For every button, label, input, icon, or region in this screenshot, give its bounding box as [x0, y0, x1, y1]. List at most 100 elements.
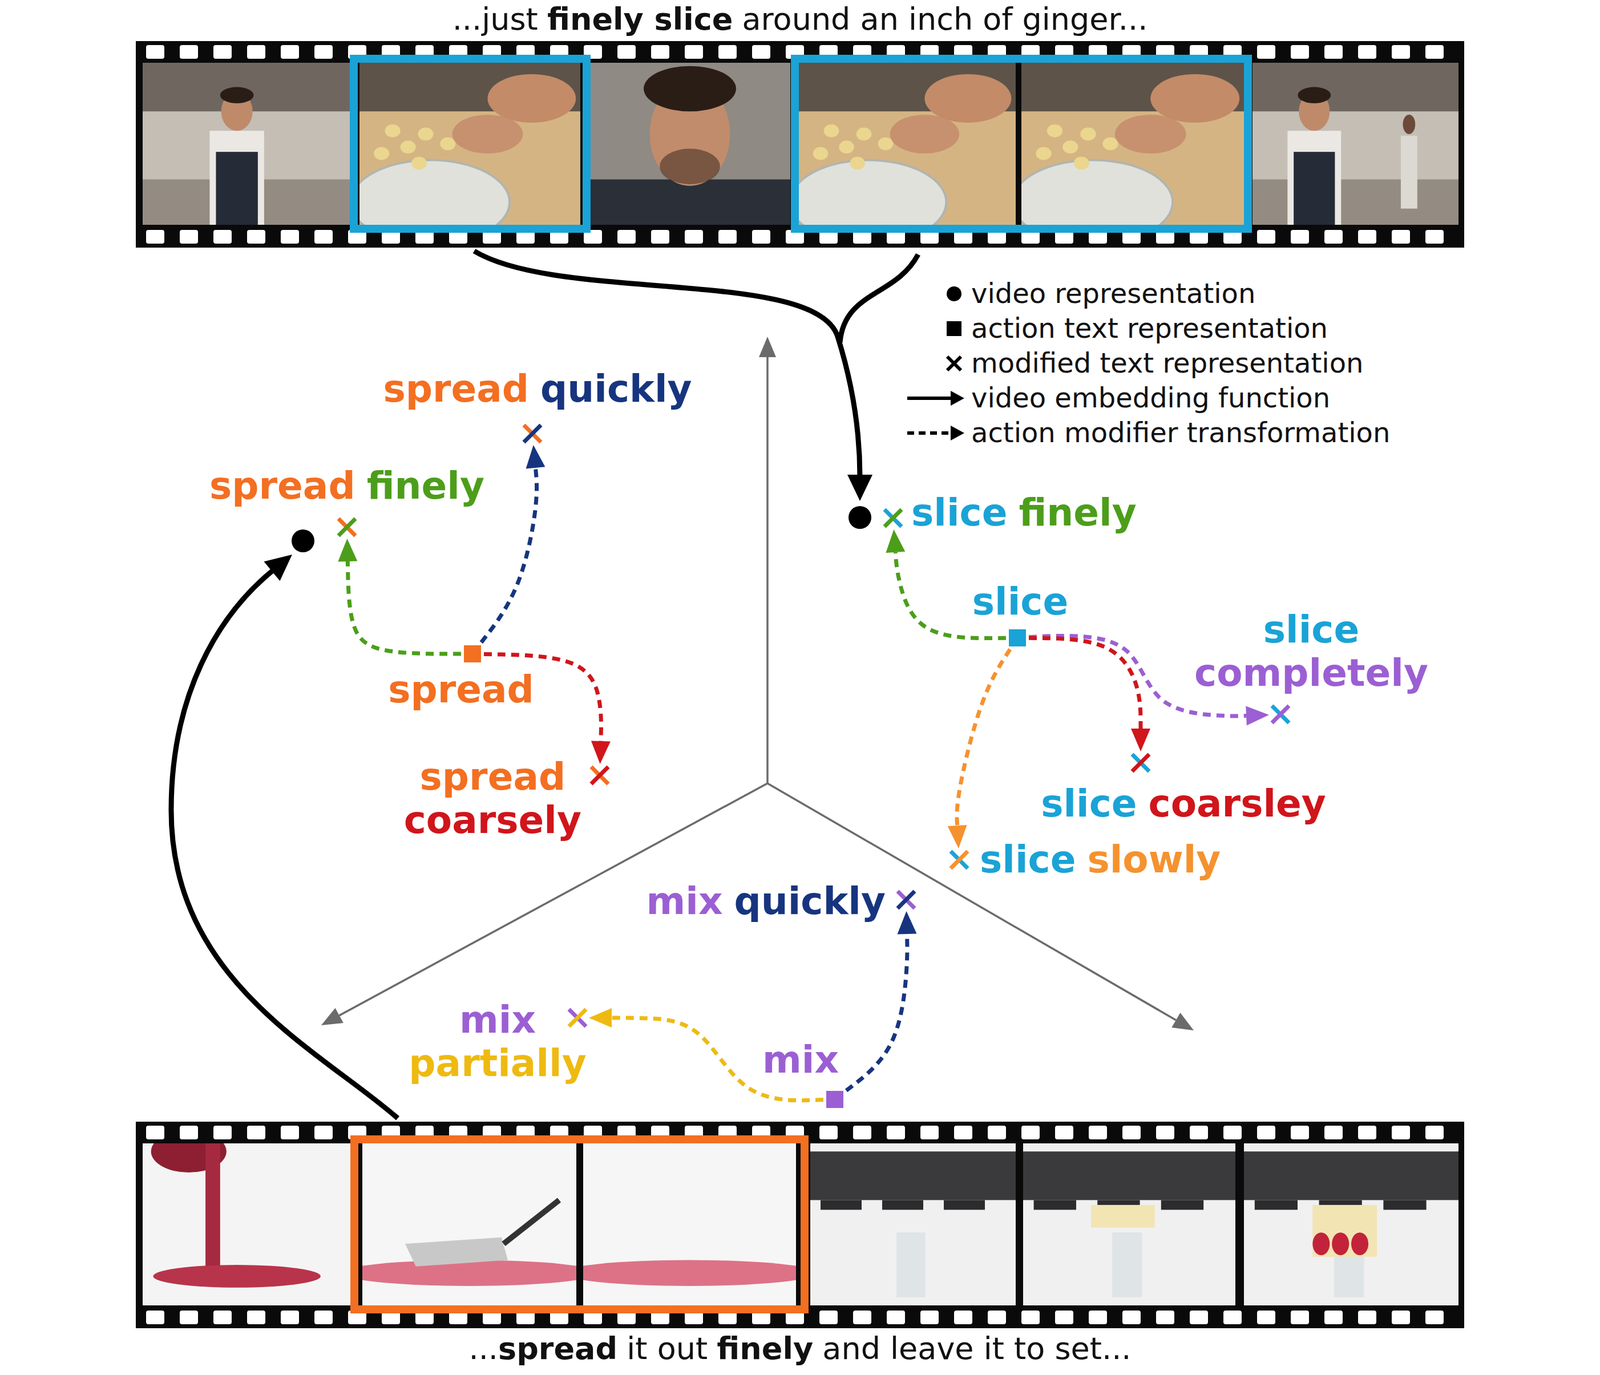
sprocket-hole — [1156, 1310, 1175, 1325]
legend-symbol — [902, 349, 966, 378]
action-label: mix — [646, 879, 723, 924]
kitchen-counter — [1252, 179, 1459, 225]
sprocket-hole — [1088, 1310, 1107, 1325]
hand — [1114, 114, 1187, 154]
axis-arrowhead — [1171, 1012, 1194, 1031]
hand — [452, 114, 524, 154]
hand — [487, 74, 576, 123]
ginger-piece — [1102, 137, 1118, 151]
sprocket-hole — [617, 229, 636, 244]
person-beard — [659, 148, 721, 185]
ginger-piece — [856, 127, 872, 141]
sprocket-hole — [314, 45, 333, 59]
cross-stroke — [884, 509, 902, 527]
dashed-connector — [956, 649, 1010, 826]
legend-row: video embedding function — [902, 380, 1391, 416]
strawberry — [1331, 1232, 1349, 1256]
point-label: slicefinely — [911, 491, 1137, 535]
arrowhead — [591, 741, 611, 765]
arrowhead — [588, 1008, 612, 1028]
highlight-box — [354, 1139, 805, 1310]
person-hair — [1297, 87, 1331, 104]
spatula-blade — [405, 1237, 508, 1267]
cross-stroke — [523, 425, 541, 443]
caption-keyword: finely slice — [547, 2, 733, 36]
sprocket-hole — [853, 1310, 872, 1325]
video-frame — [810, 1143, 1016, 1306]
ginger-piece — [1073, 156, 1090, 171]
sprocket-hole — [280, 1125, 300, 1140]
kitchen-background — [1252, 62, 1459, 225]
sprocket-hole — [651, 229, 670, 244]
dashed-connector — [481, 467, 537, 643]
sprocket-hole — [179, 229, 199, 244]
film-strip — [135, 41, 1465, 248]
sprocket-hole — [1189, 1125, 1208, 1140]
video-frame — [589, 62, 791, 225]
dashed-connector — [1028, 637, 1141, 729]
sprocket-hole — [1290, 229, 1309, 244]
modifier-transformation — [947, 649, 1010, 849]
sprocket-hole — [247, 1310, 266, 1325]
tray-cup — [1383, 1200, 1426, 1210]
video-frame — [1023, 1143, 1236, 1306]
video-frame — [583, 1143, 797, 1306]
action-label: mix — [762, 1038, 839, 1082]
tray-cup — [943, 1200, 985, 1210]
video-frame — [1252, 62, 1459, 225]
ginger-piece — [1035, 147, 1052, 161]
modifier-label: coarsely — [403, 798, 582, 843]
modifier-label: completely — [1194, 651, 1429, 696]
sprocket-hole — [1358, 229, 1377, 244]
video-frame — [359, 62, 581, 225]
action-label: spread — [209, 464, 356, 508]
legend-symbol — [902, 418, 966, 448]
point-label: mix — [762, 1038, 839, 1082]
embedding-point: mixquickly — [894, 888, 918, 912]
sprocket-hole — [684, 229, 703, 244]
legend-symbol — [902, 384, 966, 413]
transcript-caption: ...justfinely slicearound an inch of gin… — [0, 2, 1600, 36]
legend-symbol — [902, 314, 966, 343]
sprocket-hole — [280, 1310, 300, 1325]
arrowhead — [526, 445, 546, 469]
glass-stand — [1112, 1232, 1142, 1298]
ginger-piece — [849, 156, 866, 171]
modifier-label: finely — [1018, 491, 1137, 535]
baking-tray — [810, 1151, 1016, 1200]
legend: video representationaction text represen… — [902, 276, 1391, 451]
sprocket-hole — [1425, 1125, 1444, 1140]
person-hair — [643, 66, 737, 112]
sauce-layer — [583, 1259, 797, 1286]
tray-cup — [1033, 1200, 1077, 1210]
point-label: mixpartially — [408, 998, 587, 1086]
cake — [1312, 1205, 1377, 1258]
person-hair — [220, 87, 254, 104]
embedding-point: sliceslowly — [947, 848, 971, 872]
sprocket-hole — [1358, 1310, 1377, 1325]
embedding-point: slicecoarsley — [1129, 751, 1153, 775]
sauce-puddle — [152, 1265, 321, 1288]
action-label: spread — [419, 755, 567, 799]
caption-keyword: finely — [716, 1331, 814, 1366]
hand — [1150, 74, 1240, 123]
legend-text: action modifier transformation — [971, 417, 1391, 448]
legend-row: action modifier transformation — [902, 415, 1391, 451]
sprocket-hole — [1223, 1125, 1242, 1140]
embedding-arrowhead — [847, 474, 873, 501]
cross-stroke — [591, 766, 609, 785]
modifier-label: quickly — [733, 879, 886, 924]
cross-stroke — [568, 1009, 587, 1027]
video-frame — [142, 1143, 353, 1306]
point-label: slicecompletely — [1194, 608, 1429, 696]
sprocket-hole — [213, 229, 232, 244]
sprocket-hole — [247, 229, 266, 244]
modifier-transformation — [337, 538, 462, 654]
action-square — [463, 645, 482, 663]
sprocket-hole — [752, 229, 771, 244]
action-label: slice — [911, 491, 1008, 535]
caption-keyword: spread — [498, 1331, 618, 1366]
sprocket-hole — [954, 1310, 973, 1325]
arrowhead — [885, 529, 905, 553]
arrowhead — [337, 538, 358, 562]
